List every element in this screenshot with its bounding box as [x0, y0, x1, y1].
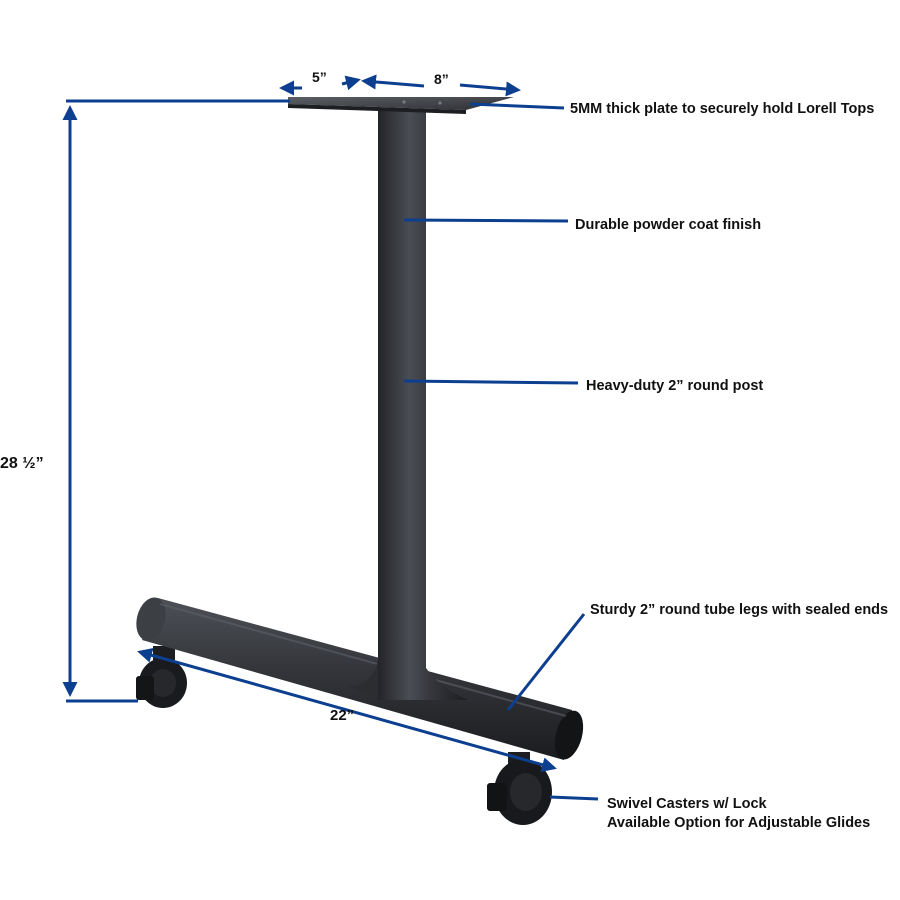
callout-labels: 5MM thick plate to securely hold Lorell …	[570, 101, 888, 831]
finish-leader	[403, 218, 569, 223]
casters-leader	[549, 795, 599, 801]
callout-leaders	[403, 102, 599, 801]
plate-leader	[469, 102, 565, 110]
base-length-arrow	[137, 648, 557, 772]
legs-leader	[506, 613, 586, 711]
finish-callout: Durable powder coat finish	[575, 217, 761, 233]
post-callout: Heavy-duty 2” round post	[586, 378, 763, 394]
mounting-plate	[288, 97, 514, 114]
casters-callout-line-1: Swivel Casters w/ Lock	[607, 796, 768, 812]
back-caster	[136, 646, 187, 708]
plate-depth-label: 5”	[312, 69, 327, 85]
plate-depth-arrow-right	[341, 75, 361, 91]
height-label: 28 ½”	[0, 455, 44, 472]
front-caster	[487, 752, 552, 825]
legs-callout: Sturdy 2” round tube legs with sealed en…	[590, 602, 888, 618]
post-leader	[403, 379, 579, 385]
round-post	[348, 110, 468, 700]
dimension-lines	[62, 74, 557, 772]
casters-callout-line-2: Available Option for Adjustable Glides	[607, 815, 870, 831]
dimension-labels: 5” 8” 28 ½” 22”	[0, 69, 449, 724]
base-length-label: 22”	[330, 707, 354, 724]
plate-callout: 5MM thick plate to securely hold Lorell …	[570, 101, 874, 117]
base-tube	[136, 597, 584, 760]
table-leg	[136, 97, 584, 825]
plate-width-arrow-right	[459, 81, 521, 97]
plate-width-arrow-left	[361, 74, 425, 90]
plate-width-label: 8”	[434, 71, 449, 87]
